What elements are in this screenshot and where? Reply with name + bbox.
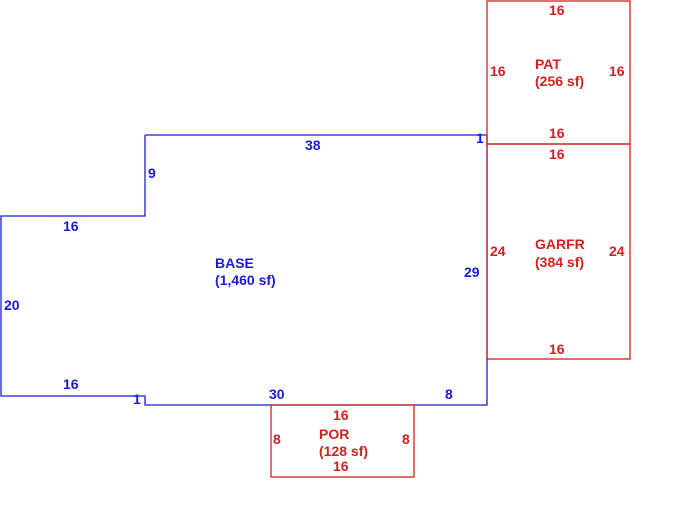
- garfr-dim-top: 16: [549, 146, 565, 162]
- pat-dim-right: 16: [609, 63, 625, 79]
- garfr-label: GARFR: [535, 236, 585, 252]
- por-outline: [270, 404, 415, 478]
- pat-dim-top: 16: [549, 2, 565, 18]
- garfr-dim-left: 24: [490, 243, 506, 259]
- pat-area: PAT (256 sf) 16 16 16 16: [486, 0, 631, 145]
- pat-area-label: (256 sf): [535, 73, 584, 89]
- garfr-dim-bottom: 16: [549, 341, 565, 357]
- base-dim-top: 38: [305, 137, 321, 153]
- base-dim-notch-left: 1: [133, 391, 141, 407]
- por-area-label: (128 sf): [319, 443, 368, 459]
- por-label: POR: [319, 426, 349, 442]
- base-dim-upper-left: 16: [63, 218, 79, 234]
- base-dim-bottom-mid: 30: [269, 386, 285, 402]
- garfr-area: GARFR (384 sf) 16 24 24 16: [486, 143, 631, 360]
- por-dim-right: 8: [402, 431, 410, 447]
- base-dim-step-vertical: 9: [148, 165, 156, 181]
- pat-label: PAT: [535, 56, 561, 72]
- garfr-area-label: (384 sf): [535, 254, 584, 270]
- base-dim-lower-left: 16: [63, 376, 79, 392]
- base-area: BASE (1,460 sf) 38 9 16 20 16 1 1 30 8 2…: [0, 130, 488, 407]
- base-dim-notch-right: 1: [476, 130, 484, 146]
- base-area-label: (1,460 sf): [215, 272, 276, 288]
- base-dim-left: 20: [4, 297, 20, 313]
- por-dim-left: 8: [273, 431, 281, 447]
- garfr-outline: [486, 143, 631, 360]
- pat-dim-bottom: 16: [549, 125, 565, 141]
- por-dim-bottom: 16: [333, 458, 349, 474]
- base-label: BASE: [215, 255, 254, 271]
- por-area: POR (128 sf) 16 8 8 16: [270, 404, 415, 478]
- por-dim-top: 16: [333, 407, 349, 423]
- garfr-dim-right: 24: [609, 243, 625, 259]
- base-dim-right: 29: [464, 264, 480, 280]
- base-dim-bottom-right: 8: [445, 386, 453, 402]
- pat-dim-left: 16: [490, 63, 506, 79]
